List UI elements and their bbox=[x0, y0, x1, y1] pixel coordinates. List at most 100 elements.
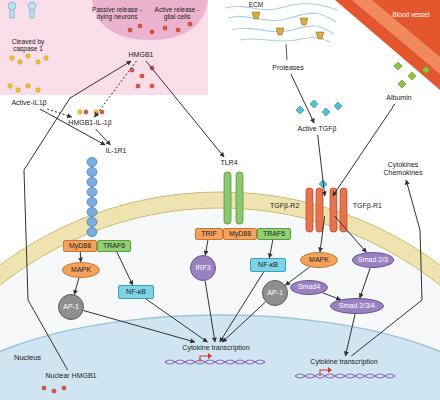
arrow-connector bbox=[146, 299, 207, 342]
arrow-connector bbox=[205, 240, 208, 255]
nucleus-outline bbox=[0, 312, 440, 400]
adaptor-box: MyD88 bbox=[223, 228, 257, 240]
nucleus-label: Nuclear HMGB1 bbox=[40, 370, 102, 382]
arrow-connector bbox=[117, 252, 133, 285]
node-text: TRAF6 bbox=[263, 230, 285, 238]
arrow-connector bbox=[360, 268, 370, 298]
molecule-label: Active-IL1β bbox=[4, 97, 54, 109]
receptor-complex: TGFβ-R2 TGFβ-R1 bbox=[270, 196, 382, 216]
outline-shape bbox=[59, 295, 84, 320]
molecule-label: Proteases bbox=[266, 62, 310, 74]
node-text: AP-1 bbox=[63, 303, 79, 311]
arrow-connector bbox=[269, 240, 272, 258]
annotation-label: ECM bbox=[244, 1, 268, 8]
node-text: Nucleus bbox=[14, 354, 41, 363]
outline-shape bbox=[0, 315, 440, 400]
arrow-connector bbox=[47, 109, 71, 117]
arrow-connector bbox=[291, 74, 314, 123]
arrow-connector bbox=[146, 61, 224, 157]
molecule-label: HMGB1-IL-1β bbox=[62, 117, 118, 129]
node-text: MAPK bbox=[71, 266, 91, 274]
node-text: Albumin bbox=[386, 94, 411, 102]
adaptor-box: TRAF6 bbox=[257, 228, 291, 240]
outline-shape bbox=[301, 253, 338, 268]
receptor-label: TLR4 bbox=[213, 157, 245, 169]
node-text: IL-1R1 bbox=[105, 147, 126, 155]
annotation-label: Active release - glial cells bbox=[150, 6, 204, 21]
smad-ellipse: Smad4 bbox=[290, 280, 328, 295]
arrow-connector bbox=[80, 252, 81, 262]
node-text: HMGB1 bbox=[129, 51, 154, 59]
outline-shape bbox=[331, 299, 384, 314]
kinase-ellipse: MAPK bbox=[62, 262, 100, 278]
node-text: NF-κB bbox=[258, 261, 278, 269]
arrow-connector bbox=[95, 61, 137, 117]
receptor-label: IL-1R1 bbox=[100, 145, 132, 157]
arrow-connector bbox=[40, 109, 105, 145]
molecule-label: Albumin bbox=[380, 92, 418, 104]
node-text: Proteases bbox=[272, 64, 304, 72]
annotation-label: Cleaved by caspase 1 bbox=[2, 38, 54, 53]
annotation-label: Blood vessel bbox=[384, 11, 438, 18]
node-text: MAPK bbox=[309, 256, 329, 264]
node-text: Cytokines Chemokines bbox=[378, 161, 428, 177]
gene-label: Cytokine transcription bbox=[300, 356, 388, 368]
arrow-connector bbox=[205, 281, 215, 342]
node-text: Active-IL1β bbox=[11, 99, 46, 107]
adaptor-box: TRIF bbox=[195, 228, 223, 240]
annotation-label: Passive release - dying neurons bbox=[86, 6, 148, 21]
arrow-connector bbox=[333, 104, 395, 196]
adaptor-box: MyD88 bbox=[63, 240, 97, 252]
node-text: Smad 2/3/4 bbox=[339, 302, 375, 310]
molecule-label: HMGB1 bbox=[123, 49, 159, 61]
factor-box: NF-κB bbox=[250, 258, 286, 272]
node-text: Smad 2/3 bbox=[358, 256, 388, 264]
node-text: TGFβ-R1 bbox=[353, 202, 382, 210]
node-text: TLR4 bbox=[220, 159, 237, 167]
arrow-connector bbox=[285, 267, 309, 285]
molecule-label: Cytokines Chemokines bbox=[378, 158, 428, 180]
arrow-connector bbox=[222, 302, 265, 342]
factor-circle: AP-1 bbox=[262, 280, 288, 306]
arrow-connector bbox=[220, 272, 264, 342]
node-text: IRF3 bbox=[195, 264, 210, 272]
node-text: MyD88 bbox=[69, 242, 91, 250]
node-text: NF-κB bbox=[126, 288, 146, 296]
outline-shape bbox=[191, 256, 216, 281]
node-text: HMGB1-IL-1β bbox=[68, 119, 111, 127]
adaptor-box: TRAF6 bbox=[97, 240, 131, 252]
node-text: TRIF bbox=[201, 230, 217, 238]
gene-label: Cytokine transcription bbox=[172, 342, 260, 354]
outline-shape bbox=[291, 281, 328, 295]
arrow-connector bbox=[345, 314, 355, 356]
molecule-label: Active TGFβ bbox=[290, 123, 344, 135]
outline-shape bbox=[63, 263, 100, 278]
arrow-connector bbox=[84, 311, 195, 343]
arrow-connector bbox=[323, 293, 341, 300]
smad-ellipse: Smad 2/3 bbox=[352, 252, 394, 268]
node-text: Active TGFβ bbox=[298, 125, 337, 133]
node-text: Smad4 bbox=[298, 283, 320, 291]
node-text: Nuclear HMGB1 bbox=[46, 372, 97, 380]
arrow-connector bbox=[352, 180, 423, 356]
arrow-connector bbox=[24, 61, 131, 370]
nucleus-region: NucleusNuclear HMGB1 Cytokine transcripti… bbox=[0, 312, 440, 400]
node-text: Cytokine transcription bbox=[182, 344, 249, 352]
arrow-connector bbox=[320, 216, 325, 252]
arrow-connector bbox=[318, 135, 325, 196]
factor-box: NF-κB bbox=[118, 285, 154, 299]
node-text: Cytokine transcription bbox=[310, 358, 377, 366]
factor-circle: AP-1 bbox=[58, 294, 84, 320]
arrow-connector bbox=[96, 129, 111, 145]
smad-ellipse: Smad 2/3/4 bbox=[330, 298, 384, 314]
outline-shape bbox=[263, 281, 288, 306]
node-text: TRAF6 bbox=[103, 242, 125, 250]
node-text: TGFβ-R2 bbox=[270, 202, 299, 210]
arrow-connector bbox=[335, 216, 367, 252]
outline-shape bbox=[353, 253, 394, 268]
node-text: AP-1 bbox=[267, 289, 283, 297]
node-text: MyD88 bbox=[229, 230, 251, 238]
factor-circle: IRF3 bbox=[190, 255, 216, 281]
